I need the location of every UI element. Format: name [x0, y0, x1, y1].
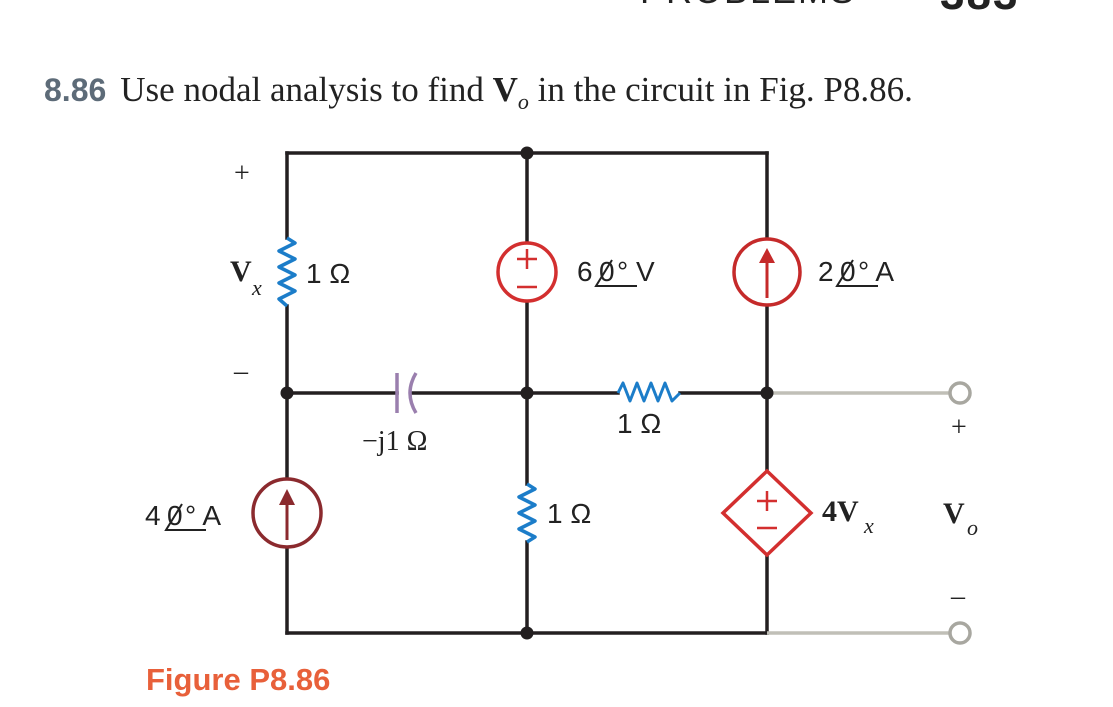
- page-number: 383: [940, 0, 1019, 20]
- junction-dot: [520, 146, 534, 160]
- voltage-source-icon: [496, 241, 558, 303]
- capacitor-icon: [395, 372, 418, 414]
- vx-plus-sign: +: [234, 158, 250, 189]
- junction-dot: [760, 386, 774, 400]
- output-leads: [767, 381, 972, 645]
- vo-label-sub: o: [967, 515, 978, 540]
- current-source-right-unit: ° A: [858, 256, 894, 287]
- running-title: PROBLEMS: [640, 0, 856, 11]
- resistor-left-icon: [277, 236, 297, 308]
- junction-dots: [280, 146, 774, 640]
- junction-dot: [520, 386, 534, 400]
- resistor-left-label: 1 Ω: [306, 258, 350, 289]
- junction-dot: [520, 626, 534, 640]
- output-terminal-bottom: [948, 621, 972, 645]
- voltage-source-mag: 6: [577, 256, 593, 287]
- resistor-mid-vertical-label: 1 Ω: [547, 498, 591, 529]
- problem-text: Use nodal analysis to find Vo in the cir…: [120, 70, 913, 114]
- figure-caption: Figure P8.86: [146, 662, 331, 697]
- vx-label-main: V: [230, 255, 252, 288]
- running-header: PROBLEMS 383: [640, 0, 1017, 19]
- problem-text-before: Use nodal analysis to find: [120, 70, 493, 109]
- current-source-left-unit: ° A: [185, 500, 221, 531]
- problem-var-sub: o: [517, 89, 529, 114]
- vx-minus-sign: –: [233, 356, 249, 387]
- problem-number: 8.86: [44, 72, 107, 108]
- dependent-voltage-source-icon: [720, 468, 814, 558]
- current-source-left-mag: 4: [145, 500, 161, 531]
- problem-text-after: in the circuit in Fig. P8.86.: [528, 70, 913, 109]
- current-source-right-icon: [732, 237, 802, 307]
- vo-minus-sign: –: [950, 581, 966, 612]
- resistor-mid-horizontal-icon: [616, 381, 682, 403]
- dependent-source-sub: x: [863, 513, 874, 538]
- vo-plus-sign: +: [951, 412, 967, 443]
- current-source-left-icon: [251, 477, 323, 549]
- problem-var-main: V: [492, 70, 518, 109]
- output-terminal-top: [948, 381, 972, 405]
- vo-label-main: V: [943, 497, 965, 530]
- capacitor-label: −j1 Ω: [362, 426, 427, 457]
- vx-label-sub: x: [251, 275, 262, 300]
- phasor-angle-marks: [164, 259, 878, 531]
- resistor-mid-horizontal-label: 1 Ω: [617, 408, 661, 439]
- voltage-source-unit: ° V: [617, 256, 655, 287]
- dependent-source-gain: 4V: [822, 495, 859, 528]
- junction-dot: [280, 386, 294, 400]
- resistor-mid-vertical-icon: [517, 482, 537, 544]
- current-source-right-mag: 2: [818, 256, 834, 287]
- problem-statement: 8.86 Use nodal analysis to find Vo in th…: [44, 70, 913, 115]
